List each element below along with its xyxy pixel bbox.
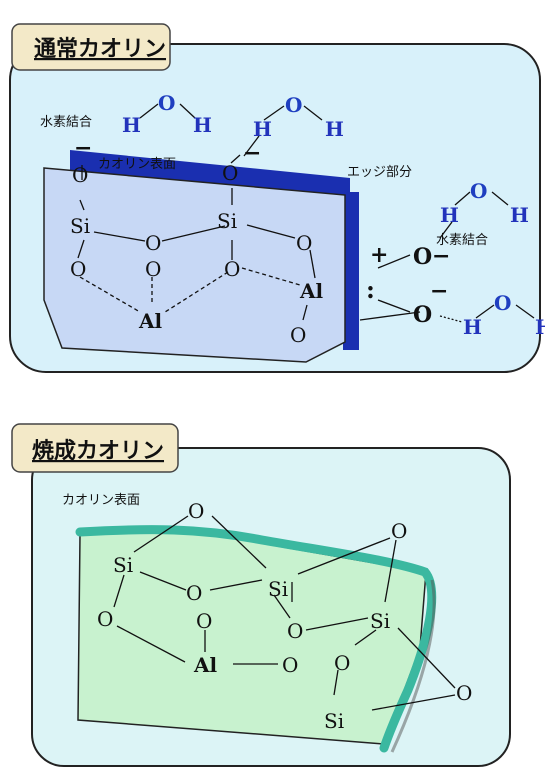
title-calcined-kaolin: 焼成カオリン [32,438,164,464]
water4-h2: H [535,315,545,339]
surface-edge-shadow [390,579,436,753]
water4-o: O [494,291,511,315]
atom-al-1: Al [138,309,163,333]
water1-h1: H [122,113,141,137]
surface-edge-bar-top [70,150,350,200]
label-kaolin-surface-top: カオリン表面 [98,157,176,172]
edge-o-2-charge: − [430,278,448,304]
b-atom-si-3: Si [370,609,390,633]
water-molecule-2: O H H [243,93,344,157]
atom-o-5: O [224,257,240,281]
atom-o-surface-2: O [222,161,238,185]
label-hbond-top: 水素結合 [40,115,92,130]
atoms-top: Si Si O O O O O O O O Al Al [70,161,324,347]
b-atom-si-4: Si [324,709,344,733]
surface-edge-bar-side [343,192,359,350]
b-atom-o-5: O [196,609,212,633]
b-atom-o-8: O [334,651,350,675]
charge-minus-1: − [74,135,92,161]
edge-o-1-charge: − [432,243,450,269]
label-kaolin-surface-bottom: カオリン表面 [62,493,140,508]
colon-sign: : [366,275,375,304]
water3-o: O [470,179,487,203]
bonds-bottom [113,515,456,711]
water2-o: O [285,93,302,117]
label-hbond-right: 水素結合 [436,233,488,248]
title-tab-top [11,23,171,71]
charge-minus-2: − [243,140,261,166]
water4-h1: H [463,315,482,339]
atom-o-6: O [290,323,306,347]
edge-o-2: O [413,302,432,328]
plus-sign: + [370,242,388,268]
water2-h1: H [253,117,272,141]
water3-h2: H [510,203,529,227]
water2-h2: H [325,117,344,141]
b-atom-o-1: O [188,499,204,523]
panel-normal-kaolin: 通常カオリン [9,23,545,373]
b-atom-si-2: Si [268,577,288,601]
b-atom-al: Al [193,653,218,677]
water-molecule-1: O H H [122,91,212,137]
water1-h2: H [193,113,212,137]
atom-si-1: Si [70,214,90,238]
b-atom-o-9: O [456,681,472,705]
dashed-bonds-top [79,267,421,321]
water-molecule-4: O H H [463,291,545,339]
bond-to-water-right-2 [377,299,411,313]
surface-edge-bottom [75,525,437,753]
atoms-bottom: O O Si Si O O O O Si Al O O O Si [97,499,472,733]
b-atom-o-6: O [287,619,303,643]
label-edge: エッジ部分 [347,165,412,180]
atom-si-2: Si [217,209,237,233]
atom-o-4: O [145,257,161,281]
water1-o: O [158,91,175,115]
water-molecule-3: O H H [439,179,529,239]
b-atom-o-4: O [97,607,113,631]
atom-o-1: O [145,231,161,255]
kaolin-slab-top [43,167,346,363]
atom-al-2: Al [299,279,324,303]
panel-calcined-kaolin: 焼成カオリン O O Si [11,423,511,767]
b-atom-si-1: Si [113,553,133,577]
title-tab-bottom [11,423,179,473]
b-atom-o-7: O [282,653,298,677]
title-normal-kaolin: 通常カオリン [34,36,166,62]
b-atom-o-3: O [186,581,202,605]
bonds-top [77,154,316,321]
bond-to-water-right-1 [377,254,411,269]
atom-o-3: O [70,257,86,281]
b-atom-o-2: O [391,519,407,543]
atom-o-2: O [296,231,312,255]
atom-o-surface-1: O [72,163,88,187]
edge-o-1: O [413,244,432,270]
water3-h1: H [440,203,459,227]
